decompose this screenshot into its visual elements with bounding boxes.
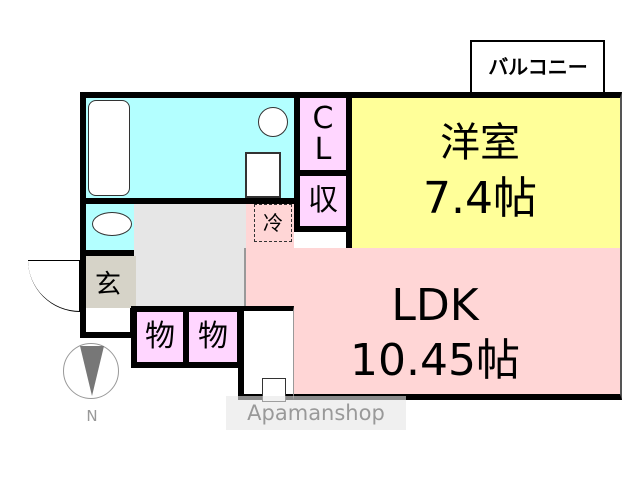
fridge-label: 冷 xyxy=(263,210,283,235)
ldk-name: LDK xyxy=(391,279,479,331)
ldk-size: 10.45帖 xyxy=(350,334,520,386)
storage-2-label: 物 xyxy=(198,319,228,355)
western-room-name: 洋室 xyxy=(440,120,520,166)
washing-machine-icon xyxy=(245,152,281,198)
storage-closet-label: 収 xyxy=(308,183,338,219)
storage-1-label: 物 xyxy=(145,319,175,355)
watermark: Apamanshop xyxy=(226,396,406,430)
compass-north-label: N xyxy=(86,407,98,426)
entrance-step xyxy=(80,308,136,338)
western-room-size: 7.4帖 xyxy=(423,172,537,224)
entrance-door xyxy=(28,260,80,312)
sink-icon xyxy=(258,107,288,137)
washroom xyxy=(188,92,300,204)
storage-1 xyxy=(131,306,189,368)
closet-label: CL xyxy=(312,100,334,167)
entrance-label: 玄 xyxy=(94,270,121,301)
balcony-label: バルコニー xyxy=(488,54,588,79)
storage-2 xyxy=(183,306,243,368)
room-ldk xyxy=(244,248,622,400)
compass-icon xyxy=(63,343,119,399)
toilet-icon xyxy=(92,212,132,236)
fridge-outline xyxy=(254,204,292,242)
entrance xyxy=(80,256,136,312)
bathtub-icon xyxy=(88,100,130,196)
hallway xyxy=(134,204,246,308)
